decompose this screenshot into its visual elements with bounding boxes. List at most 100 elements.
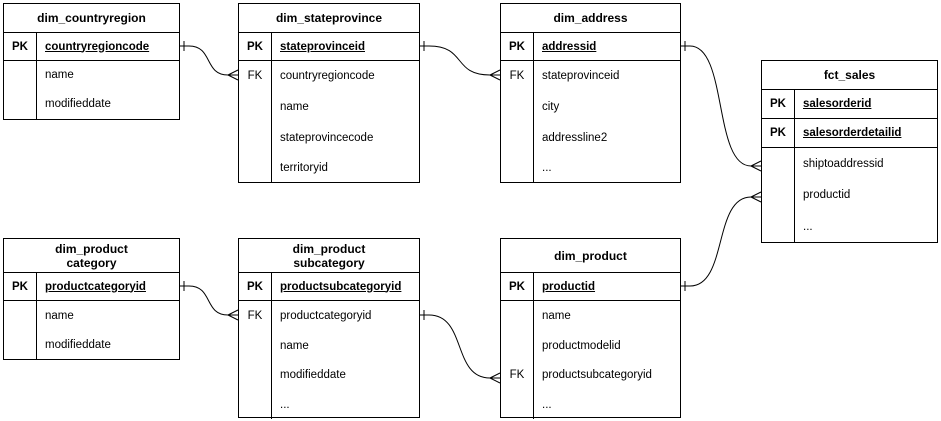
attribute-block: shiptoaddressid productid...	[762, 148, 937, 243]
relationship-line	[689, 196, 752, 287]
attribute-row[interactable]: modifieddate	[280, 369, 346, 381]
relationship-rel-stateprovince-address[interactable]	[420, 41, 501, 81]
attribute-row[interactable]: modifieddate	[45, 339, 111, 351]
fk-key-column: FK	[239, 301, 272, 419]
fk-key-column: FK	[501, 301, 534, 419]
relationship-rel-address-sales[interactable]	[681, 41, 762, 172]
entity-title: dim_stateprovince	[239, 4, 419, 33]
attribute-names-column: shiptoaddressid productid...	[795, 148, 937, 243]
fk-key-column	[762, 148, 795, 243]
attribute-row[interactable]: name	[45, 309, 74, 322]
primary-key-row[interactable]: PK productcategoryid	[4, 273, 179, 301]
attribute-row[interactable]: name	[280, 100, 309, 113]
cardinality-many-marker	[489, 372, 501, 384]
pk-badge: PK	[762, 119, 795, 147]
pk-field-name: stateprovinceid	[280, 40, 365, 53]
attribute-names-column: name productmodelid productsubcategoryid..…	[534, 301, 680, 419]
attribute-row[interactable]: countryregioncode	[280, 70, 375, 82]
primary-key-row[interactable]: PK productsubcategoryid	[239, 273, 419, 301]
fk-key-column	[4, 61, 37, 119]
pk-badge: PK	[239, 273, 272, 300]
attribute-row[interactable]: addressline2	[542, 131, 608, 144]
fk-badge: FK	[247, 310, 263, 322]
attribute-names-column: countryregioncode name stateprovincecode te…	[272, 61, 419, 183]
attribute-row[interactable]: ...	[803, 220, 813, 233]
attribute-block: name modifieddate	[4, 301, 179, 360]
relationship-line	[428, 45, 491, 76]
fk-key-column: FK	[239, 61, 272, 183]
pk-field-name: salesorderid	[803, 98, 872, 110]
fk-key-column: FK	[501, 61, 534, 183]
relationship-line	[428, 314, 491, 379]
entity-title: dim_product category	[4, 239, 179, 273]
pk-badge: PK	[501, 273, 534, 300]
primary-key-row[interactable]: PK salesorderdetailid	[762, 119, 937, 148]
attribute-row[interactable]: name	[542, 310, 571, 322]
pk-field-name: addressid	[542, 40, 597, 53]
pk-field-name: productcategoryid	[45, 280, 146, 293]
attribute-row[interactable]: modifieddate	[45, 98, 111, 110]
pk-badge: PK	[4, 273, 37, 300]
attribute-row[interactable]: productsubcategoryid	[542, 369, 652, 381]
attribute-row[interactable]: name	[280, 339, 309, 352]
attribute-block: FK countryregioncode name stateprovincecode…	[239, 61, 419, 183]
relationship-rel-product-sales[interactable]	[681, 191, 762, 291]
attribute-row[interactable]: stateprovinceid	[542, 70, 620, 82]
pk-field-name: productid	[542, 280, 596, 293]
attribute-row[interactable]: ...	[542, 398, 552, 411]
relationship-line	[188, 45, 229, 76]
entity-title: dim_countryregion	[4, 4, 179, 33]
relationship-rel-countryregion-stateprovince[interactable]	[180, 41, 239, 81]
attribute-block: FK name productmodelid productsubcategoryid…	[501, 301, 680, 419]
attribute-row[interactable]: stateprovincecode	[280, 131, 374, 144]
attribute-row[interactable]: ...	[280, 398, 290, 411]
fk-badge: FK	[509, 369, 525, 381]
relationship-rel-category-subcategory[interactable]	[180, 281, 239, 321]
attribute-block: FK stateprovinceid city addressline2...	[501, 61, 680, 183]
pk-field-name: countryregioncode	[45, 40, 150, 53]
primary-key-row[interactable]: PK productid	[501, 273, 680, 301]
entity-title: dim_address	[501, 4, 680, 33]
cardinality-many-marker	[750, 160, 762, 172]
pk-field-name: productsubcategoryid	[280, 280, 402, 293]
fk-key-column	[4, 301, 37, 360]
attribute-row[interactable]: name	[45, 69, 74, 81]
attribute-row[interactable]: productid	[803, 188, 851, 201]
attribute-row[interactable]: productcategoryid	[280, 310, 372, 322]
attribute-block: name modifieddate	[4, 61, 179, 119]
attribute-names-column: stateprovinceid city addressline2...	[534, 61, 680, 183]
attribute-names-column: productcategoryid name modifieddate...	[272, 301, 419, 419]
entity-title: fct_sales	[762, 61, 937, 90]
entity-title: dim_product	[501, 239, 680, 273]
cardinality-many-marker	[227, 309, 239, 321]
attribute-block: FK productcategoryid name modifieddate...	[239, 301, 419, 419]
primary-key-row[interactable]: PK countryregioncode	[4, 33, 179, 61]
relationship-line	[689, 45, 752, 167]
cardinality-many-marker	[489, 69, 501, 81]
attribute-row[interactable]: productmodelid	[542, 339, 621, 352]
relationship-line	[188, 285, 229, 316]
attribute-names-column: name modifieddate	[37, 301, 179, 360]
attribute-row[interactable]: shiptoaddressid	[803, 157, 884, 170]
entity-title: dim_product subcategory	[239, 239, 419, 273]
pk-field-name: salesorderdetailid	[803, 127, 902, 139]
cardinality-many-marker	[227, 69, 239, 81]
attribute-row[interactable]: city	[542, 100, 560, 113]
attribute-row[interactable]: territoryid	[280, 162, 328, 174]
relationship-rel-subcategory-product[interactable]	[420, 310, 501, 384]
pk-badge: PK	[4, 33, 37, 60]
cardinality-many-marker	[750, 191, 762, 203]
attribute-row[interactable]: ...	[542, 162, 552, 174]
pk-badge: PK	[762, 90, 795, 118]
primary-key-row[interactable]: PK salesorderid	[762, 90, 937, 119]
